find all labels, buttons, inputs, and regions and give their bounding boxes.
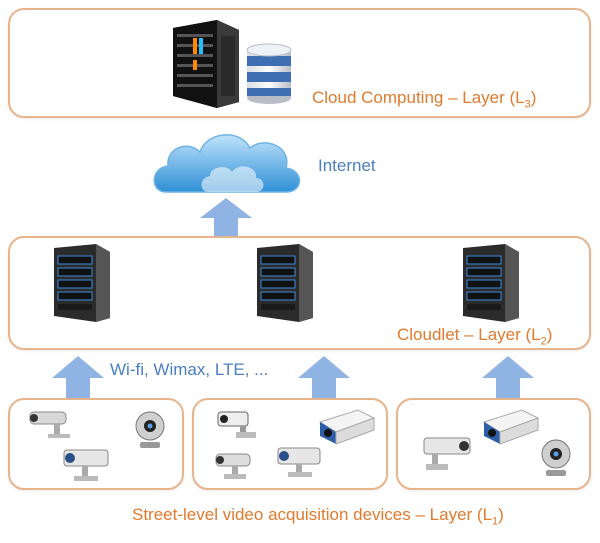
uplink-arrow-left — [52, 356, 104, 402]
bullet-camera-icon — [215, 453, 251, 479]
uplink-arrow-internet — [200, 198, 252, 240]
bullet-camera-icon — [423, 437, 471, 470]
box-camera-icon — [482, 409, 540, 445]
bullet-camera-icon — [29, 411, 70, 438]
cloudlet-server-icon — [54, 244, 110, 322]
cctv-camera-icon — [217, 411, 256, 438]
device-layer-label: Street-level video acquisition devices –… — [132, 505, 504, 528]
cloudlet-server-icon — [257, 244, 313, 322]
cloudlet-server-icon — [463, 244, 519, 322]
cloud-computing-layer-label: Cloud Computing – Layer (L3) — [312, 88, 537, 111]
internet-cloud-icon — [153, 134, 301, 193]
box-camera-icon — [318, 409, 376, 445]
internet-label: Internet — [318, 156, 376, 175]
cloud-computing-layer-box — [8, 8, 591, 118]
bullet-camera-icon — [277, 447, 321, 477]
datacenter-rack-icon — [173, 20, 239, 108]
dome-camera-icon — [541, 439, 571, 476]
wireless-links-label: Wi-fi, Wimax, LTE, ... — [110, 360, 269, 379]
uplink-arrow-right — [482, 356, 534, 402]
bullet-camera-icon — [63, 449, 109, 481]
database-icon — [246, 43, 292, 104]
dome-camera-icon — [135, 411, 165, 448]
uplink-arrow-middle — [298, 356, 350, 402]
cloudlet-layer-label: Cloudlet – Layer (L2) — [397, 325, 553, 348]
